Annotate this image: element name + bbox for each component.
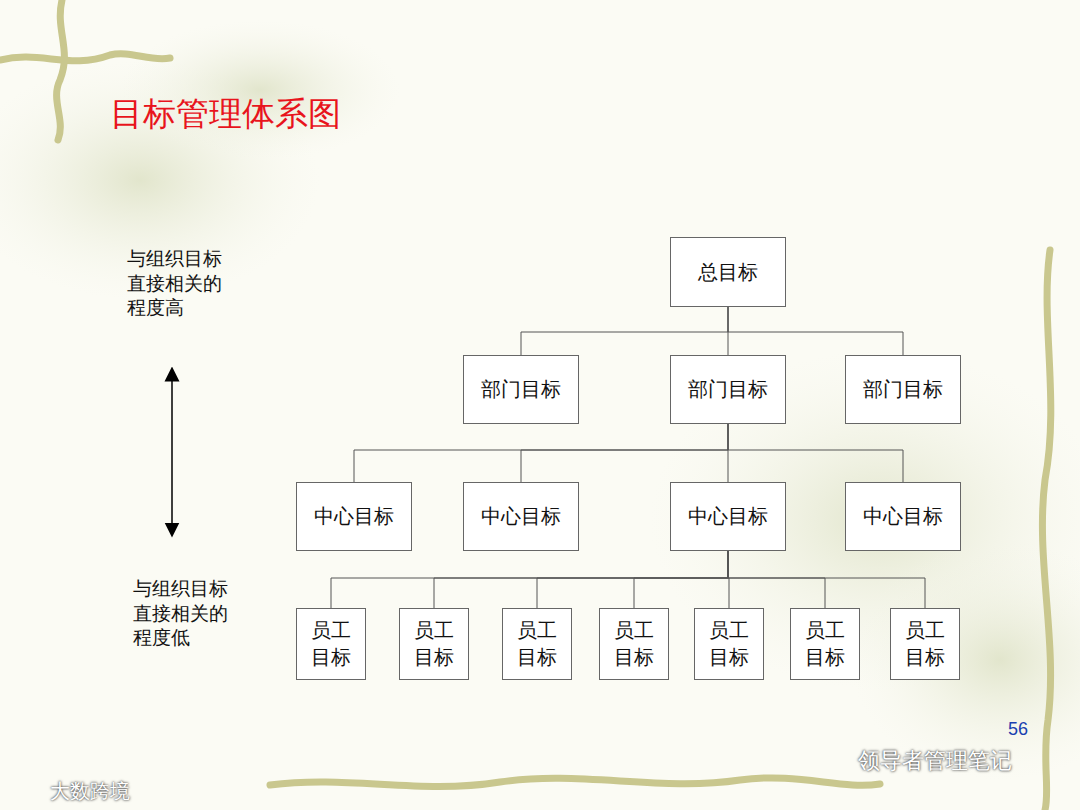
goal-text: 部门目标 bbox=[863, 376, 943, 403]
tree-connector bbox=[634, 551, 728, 608]
goal-text: 员工 目标 bbox=[309, 617, 353, 671]
leaf-shade bbox=[120, 20, 400, 160]
vine bbox=[57, 0, 65, 140]
page-number: 56 bbox=[1008, 718, 1028, 741]
tree-connector bbox=[728, 307, 903, 355]
tree-connector bbox=[537, 551, 728, 608]
goal-box: 中心目标 bbox=[463, 482, 579, 551]
goal-box: 中心目标 bbox=[296, 482, 412, 551]
goal-box: 中心目标 bbox=[670, 482, 786, 551]
vine bbox=[0, 54, 170, 61]
goal-text: 员工 目标 bbox=[515, 617, 559, 671]
goal-box: 部门目标 bbox=[463, 355, 579, 424]
watermark: 领导者管理笔记 bbox=[858, 747, 1012, 776]
goal-box: 部门目标 bbox=[845, 355, 961, 424]
goal-text: 中心目标 bbox=[481, 503, 561, 530]
vine bbox=[1042, 250, 1050, 810]
goal-text: 中心目标 bbox=[314, 503, 394, 530]
title: 目标管理体系图 bbox=[110, 92, 341, 137]
tree-connector bbox=[354, 424, 728, 482]
tree-connector bbox=[434, 551, 728, 608]
goal-text: 员工 目标 bbox=[803, 617, 847, 671]
goal-box: 员工 目标 bbox=[599, 608, 669, 680]
goal-box: 员工 目标 bbox=[296, 608, 366, 680]
goal-box: 员工 目标 bbox=[502, 608, 572, 680]
goal-box: 员工 目标 bbox=[399, 608, 469, 680]
goal-text: 中心目标 bbox=[863, 503, 943, 530]
goal-text: 部门目标 bbox=[688, 376, 768, 403]
goal-box: 员工 目标 bbox=[890, 608, 960, 680]
goal-box: 员工 目标 bbox=[694, 608, 764, 680]
goal-text: 员工 目标 bbox=[412, 617, 456, 671]
axis-note: 与组织目标 直接相关的 程度低 bbox=[133, 576, 236, 650]
axis-note: 与组织目标 直接相关的 程度高 bbox=[127, 246, 230, 320]
goal-text: 员工 目标 bbox=[612, 617, 656, 671]
goal-text: 部门目标 bbox=[481, 376, 561, 403]
tree-connector bbox=[728, 551, 825, 608]
tree-connector bbox=[728, 551, 925, 608]
tree-connector bbox=[728, 424, 903, 482]
goal-text: 员工 目标 bbox=[903, 617, 947, 671]
goal-box: 总目标 bbox=[670, 237, 786, 307]
goal-box: 员工 目标 bbox=[790, 608, 860, 680]
goal-box: 中心目标 bbox=[845, 482, 961, 551]
tree-connector bbox=[521, 307, 728, 355]
goal-box: 部门目标 bbox=[670, 355, 786, 424]
double-arrow bbox=[171, 374, 173, 530]
tree-connector bbox=[331, 551, 728, 608]
goal-text: 总目标 bbox=[698, 259, 758, 286]
goal-text: 员工 目标 bbox=[707, 617, 751, 671]
watermark: 大数跨境 bbox=[50, 778, 130, 804]
tree-connector bbox=[521, 424, 728, 482]
vine bbox=[270, 778, 880, 787]
goal-text: 中心目标 bbox=[688, 503, 768, 530]
